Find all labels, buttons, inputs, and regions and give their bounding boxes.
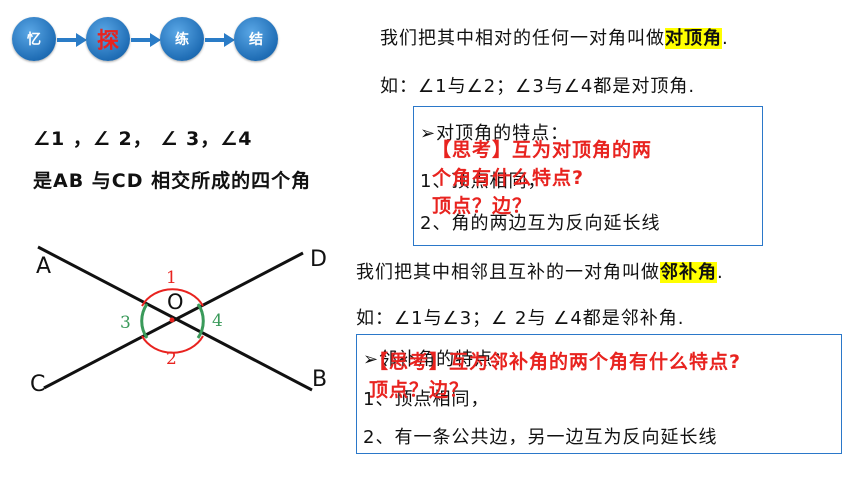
nav-item-recall[interactable]: 忆 (12, 17, 56, 61)
adjacent-angle-properties-box: ➢邻补角的特点： 1、顶点相同， 2、有一条公共边，另一边互为反向延长线 【思考… (356, 334, 842, 454)
think-prompt: 【思考】互为对顶角的两 (432, 139, 653, 161)
box-title: ➢对顶角的特点： (420, 123, 570, 144)
property-item: 1、顶点相同， (363, 389, 490, 410)
vertical-angle-definition: 我们把其中相对的任何一对角叫做对顶角. (380, 24, 729, 50)
property-item: 1、顶点相同， (420, 171, 547, 192)
nav-item-explore[interactable]: 探 (86, 17, 130, 61)
intersection-point (169, 317, 175, 323)
think-prompt: 个角有什么特点? (432, 167, 585, 189)
nav-item-summary[interactable]: 结 (234, 17, 278, 61)
definition-text: 我们把其中相邻且互补的一对角叫做 (356, 262, 660, 283)
angle-arc-1 (141, 288, 204, 307)
vertical-angle-properties-box: ➢对顶角的特点： 1、顶点相同， 2、角的两边互为反向延长线 【思考】互为对顶角… (413, 106, 763, 246)
point-label-b: B (312, 367, 328, 392)
arrow-right-icon (57, 33, 87, 47)
adjacent-supplementary-example: 如：∠1与∠3；∠ 2与 ∠4都是邻补角. (356, 308, 685, 329)
vertical-angle-example: 如：∠1与∠2；∠3与∠4都是对顶角. (380, 76, 696, 97)
angles-list: ∠1 ，∠ 2， ∠ 3，∠4 (33, 128, 253, 150)
term-highlight-adjacent: 邻补角 (660, 262, 717, 283)
definition-period: . (717, 262, 724, 283)
think-prompt: 【思考】互为邻补角的两个角有什么特点? (369, 351, 742, 373)
angle-label-4: 4 (212, 311, 223, 331)
point-label-c: C (30, 372, 46, 397)
think-prompt: 顶点？边？ (369, 379, 470, 401)
definition-period: . (722, 28, 729, 49)
point-label-a: A (36, 254, 52, 279)
angle-label-1: 1 (166, 268, 177, 288)
angle-arc-3 (140, 303, 149, 339)
box-title: ➢邻补角的特点： (363, 349, 513, 370)
nav-item-practice[interactable]: 练 (160, 17, 204, 61)
arrow-right-icon (131, 33, 161, 47)
arrow-right-icon (205, 33, 235, 47)
angle-label-3: 3 (120, 313, 131, 333)
angle-arc-2 (141, 335, 204, 354)
term-highlight-vertical: 对顶角 (665, 28, 722, 49)
property-item: 2、有一条公共边，另一边互为反向延长线 (363, 427, 718, 448)
definition-text: 我们把其中相对的任何一对角叫做 (380, 28, 665, 49)
think-prompt: 顶点？边？ (432, 195, 533, 217)
point-label-d: D (310, 247, 327, 272)
angle-arc-4 (196, 303, 205, 339)
adjacent-supplementary-definition: 我们把其中相邻且互补的一对角叫做邻补角. (356, 258, 724, 284)
angle-label-2: 2 (166, 349, 177, 369)
angles-caption: 是AB 与CD 相交所成的四个角 (33, 170, 312, 192)
point-label-o: O (167, 290, 184, 314)
property-item: 2、角的两边互为反向延长线 (420, 213, 661, 234)
